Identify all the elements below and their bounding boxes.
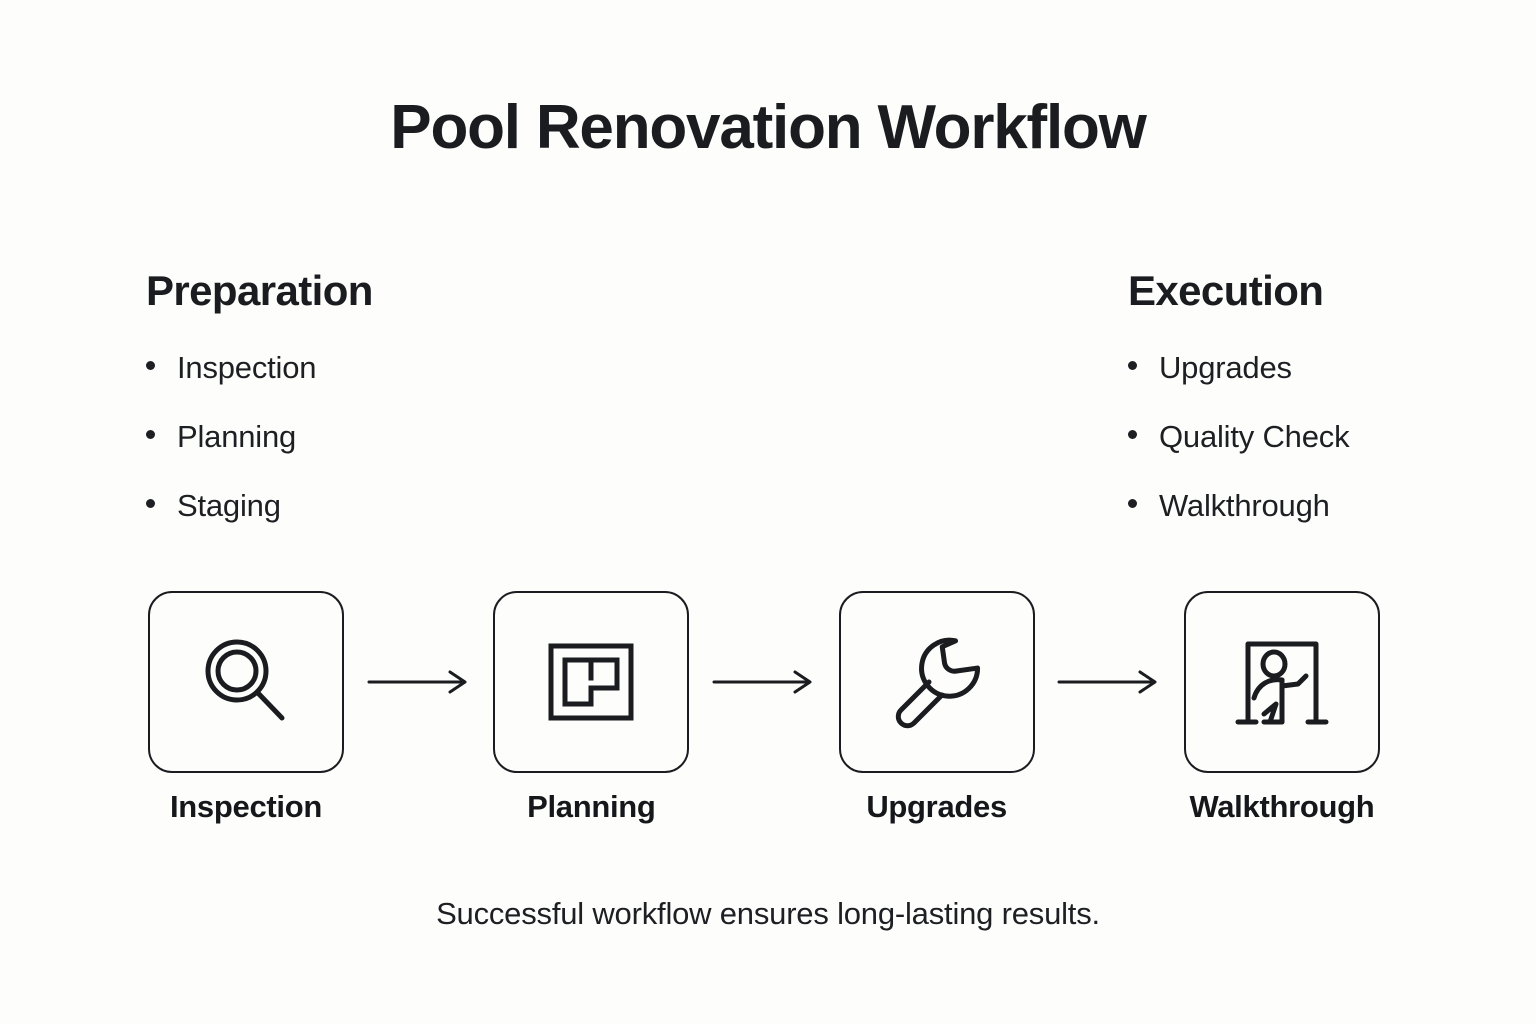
list-item-label: Planning xyxy=(177,419,297,455)
flow-step-inspection: Inspection xyxy=(148,591,344,824)
flow-connector xyxy=(1057,670,1161,694)
arrow-right-icon xyxy=(367,670,467,694)
step-card-walkthrough[interactable] xyxy=(1183,591,1380,773)
flow-step-planning: Planning xyxy=(493,591,690,824)
bullet-dot-icon xyxy=(1128,361,1137,371)
bullet-dot-icon xyxy=(146,499,155,509)
magnifier-icon xyxy=(205,639,285,721)
step-label-walkthrough: Walkthrough xyxy=(1189,789,1375,824)
preparation-heading: Preparation xyxy=(146,267,373,314)
step-label-upgrades: Upgrades xyxy=(866,789,1007,824)
flow-step-walkthrough: Walkthrough xyxy=(1183,591,1380,824)
list-item-label: Quality Check xyxy=(1159,419,1350,455)
list-item: Quality Check xyxy=(1128,419,1350,488)
arrow-right-icon xyxy=(712,670,812,694)
workflow-flow: Inspection Planning xyxy=(148,591,1380,824)
list-item: Upgrades xyxy=(1128,350,1349,419)
page-title: Pool Renovation Workflow xyxy=(390,93,1147,162)
list-item-label: Upgrades xyxy=(1159,350,1292,386)
person-doorway-icon xyxy=(1235,641,1329,725)
step-card-inspection[interactable] xyxy=(148,591,344,773)
list-item: Inspection xyxy=(146,350,373,419)
list-item: Planning xyxy=(146,419,373,488)
bullet-dot-icon xyxy=(1128,499,1137,509)
list-item-label: Walkthrough xyxy=(1159,488,1330,524)
step-label-planning: Planning xyxy=(527,789,656,824)
step-card-planning[interactable] xyxy=(493,591,690,773)
execution-list: Upgrades Quality Check Walkthrough xyxy=(1128,350,1350,557)
preparation-column: Preparation Inspection Planning Staging xyxy=(146,267,373,557)
bullet-dot-icon xyxy=(146,430,155,440)
bullet-dot-icon xyxy=(146,361,155,371)
list-item: Staging xyxy=(146,488,373,557)
bullet-dot-icon xyxy=(1128,430,1137,440)
floorplan-icon xyxy=(548,643,634,721)
flow-step-upgrades: Upgrades xyxy=(838,591,1035,824)
list-item-label: Staging xyxy=(177,488,281,524)
wrench-icon xyxy=(895,637,980,729)
execution-heading: Execution xyxy=(1128,267,1324,314)
preparation-list: Inspection Planning Staging xyxy=(146,350,373,557)
footer-caption: Successful workflow ensures long-lasting… xyxy=(436,896,1100,931)
list-item-label: Inspection xyxy=(177,350,317,386)
list-item: Walkthrough xyxy=(1128,488,1349,557)
flow-connector xyxy=(367,670,471,694)
step-label-inspection: Inspection xyxy=(169,789,322,824)
arrow-right-icon xyxy=(1057,670,1157,694)
flow-connector xyxy=(712,670,816,694)
execution-column: Execution Upgrades Quality Check Walkthr… xyxy=(1128,267,1350,557)
step-card-upgrades[interactable] xyxy=(838,591,1035,773)
